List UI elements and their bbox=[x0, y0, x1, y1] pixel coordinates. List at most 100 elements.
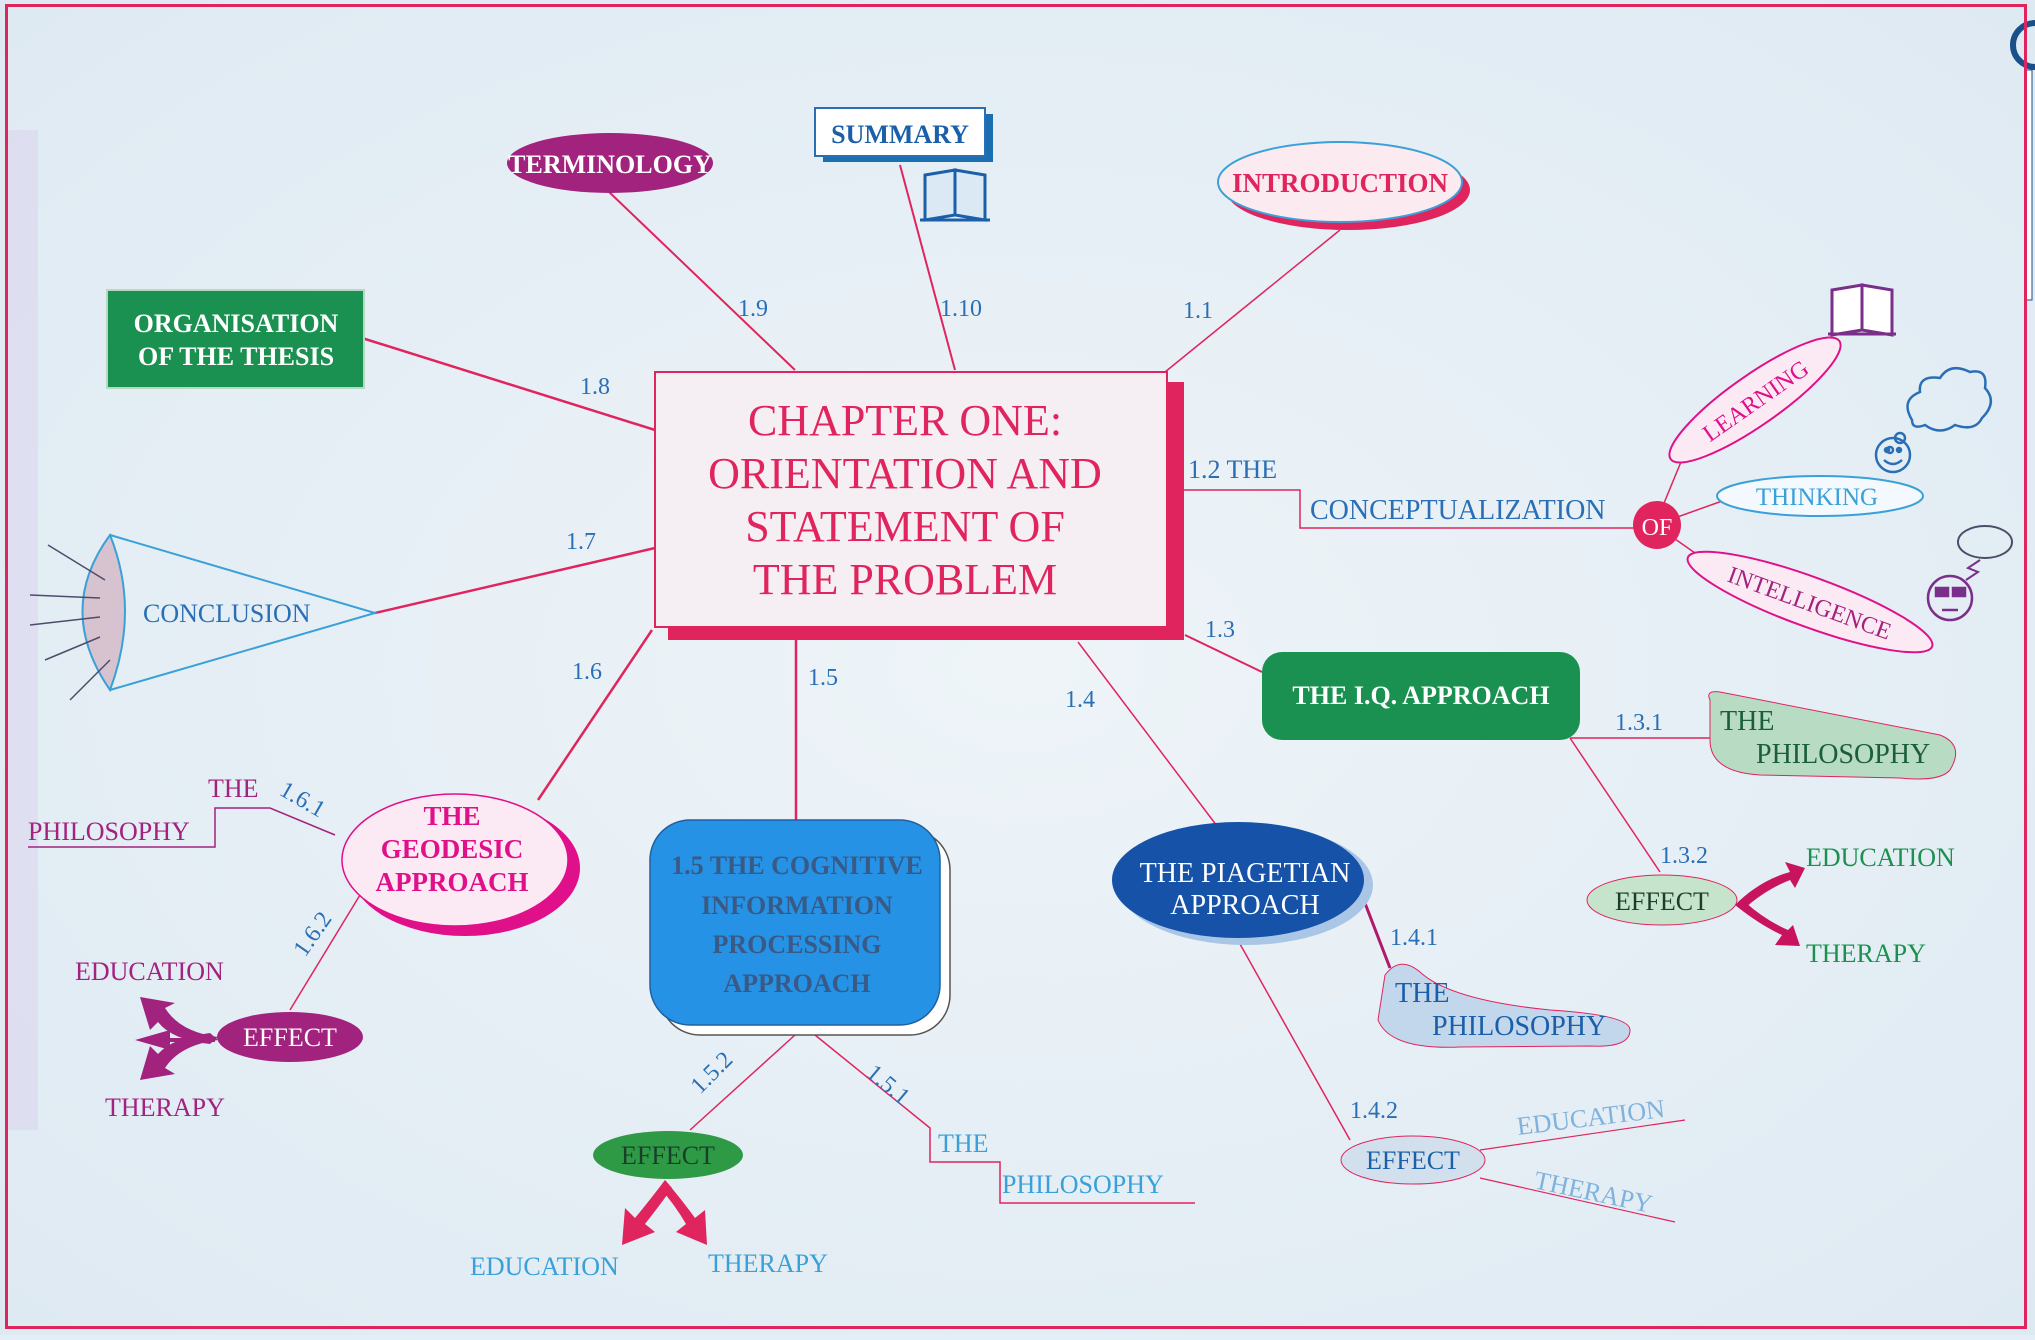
cog-education-label: EDUCATION bbox=[470, 1252, 619, 1281]
iq-effect-label: EFFECT bbox=[1615, 887, 1709, 916]
iq-therapy-label: THERAPY bbox=[1806, 939, 1926, 968]
node-summary: SUMMARY bbox=[814, 107, 993, 222]
edge-conceptualization bbox=[1182, 489, 1640, 529]
label-1-4-1: 1.4.1 bbox=[1390, 925, 1438, 951]
iq-philosophy-line-1: THE bbox=[1720, 706, 1774, 737]
central-line-2: ORIENTATION AND bbox=[708, 449, 1102, 498]
pia-philosophy-line-2: PHILOSOPHY bbox=[1432, 1011, 1606, 1042]
node-introduction: INTRODUCTION bbox=[1217, 141, 1470, 230]
book-icon bbox=[920, 168, 990, 222]
smiley-icon bbox=[1874, 436, 1912, 474]
lens-icon bbox=[81, 532, 126, 693]
pia-philosophy-line-1: THE bbox=[1395, 978, 1449, 1009]
terminology-label: TERMINOLOGY bbox=[508, 150, 712, 179]
node-iq-approach: THE I.Q. APPROACH bbox=[1262, 652, 1580, 740]
label-1-3: 1.3 bbox=[1205, 617, 1235, 643]
central-line-1: CHAPTER ONE: bbox=[748, 396, 1062, 445]
label-1-8: 1.8 bbox=[580, 374, 610, 400]
edge-pia-effect bbox=[1239, 943, 1351, 1141]
cognitive-line-3: PROCESSING bbox=[712, 930, 881, 959]
introduction-label: INTRODUCTION bbox=[1232, 168, 1449, 198]
cognitive-line-4: APPROACH bbox=[723, 969, 870, 998]
cognitive-line-2: INFORMATION bbox=[701, 891, 893, 920]
iq-education-label: EDUCATION bbox=[1806, 843, 1955, 872]
node-of: OF bbox=[1633, 501, 1681, 549]
node-organisation: ORGANISATION OF THE THESIS bbox=[106, 289, 365, 389]
node-cognitive: 1.5 THE COGNITIVE INFORMATION PROCESSING… bbox=[649, 819, 951, 1036]
geo-effect-label: EFFECT bbox=[243, 1023, 337, 1052]
label-1-6: 1.6 bbox=[572, 659, 602, 685]
geo-philosophy-line-1: THE bbox=[208, 774, 259, 803]
organisation-line-1: ORGANISATION bbox=[134, 309, 339, 338]
edge-iq bbox=[1184, 634, 1263, 673]
pia-effect-label: EFFECT bbox=[1366, 1146, 1460, 1175]
edge-geo-philosophy bbox=[28, 807, 336, 848]
edge-pia-education bbox=[1479, 1119, 1686, 1151]
geo-therapy-label: THERAPY bbox=[105, 1093, 225, 1122]
central-line-4: THE PROBLEM bbox=[753, 555, 1057, 604]
of-label: OF bbox=[1642, 515, 1673, 541]
thinking-label: THINKING bbox=[1756, 484, 1878, 511]
node-pia-effect: EFFECT bbox=[1340, 1135, 1486, 1185]
label-1-9: 1.9 bbox=[738, 296, 768, 322]
geo-philosophy-line-2: PHILOSOPHY bbox=[28, 817, 190, 846]
piagetian-line-1: THE PIAGETIAN bbox=[1140, 858, 1351, 889]
label-1-3-2: 1.3.2 bbox=[1660, 843, 1708, 869]
arrow-icon bbox=[622, 1180, 707, 1245]
label-1-7: 1.7 bbox=[566, 529, 596, 555]
node-conceptualization: 1.2 THE CONCEPTUALIZATION bbox=[1188, 455, 1606, 526]
node-iq-effect: EFFECT bbox=[1586, 874, 1738, 926]
summary-label: SUMMARY bbox=[831, 120, 969, 149]
light-rays bbox=[29, 544, 111, 701]
edge-piagetian bbox=[1077, 641, 1221, 831]
label-1-3-1: 1.3.1 bbox=[1615, 710, 1663, 736]
node-pia-philosophy: THE PHILOSOPHY bbox=[1377, 963, 1631, 1048]
node-piagetian: THE PIAGETIAN APPROACH bbox=[1112, 822, 1373, 945]
label-1-5: 1.5 bbox=[808, 665, 838, 691]
conclusion-label: CONCLUSION bbox=[143, 599, 311, 628]
label-1-10: 1.10 bbox=[940, 296, 982, 322]
central-box bbox=[654, 371, 1168, 628]
iq-approach-label: THE I.Q. APPROACH bbox=[1292, 681, 1549, 710]
central-line-3: STATEMENT OF bbox=[745, 502, 1065, 551]
edge-introduction bbox=[1164, 229, 1341, 373]
conceptualization-line-2: CONCEPTUALIZATION bbox=[1310, 495, 1606, 526]
thought-bubble-icon bbox=[1957, 525, 2013, 581]
edge-geo-effect bbox=[289, 894, 361, 1011]
iq-philosophy-line-2: PHILOSOPHY bbox=[1756, 739, 1930, 770]
geo-education-label: EDUCATION bbox=[75, 957, 224, 986]
node-conclusion: CONCLUSION bbox=[29, 532, 379, 701]
organisation-line-2: OF THE THESIS bbox=[138, 342, 334, 371]
conceptualization-line-1: 1.2 THE bbox=[1188, 455, 1277, 484]
label-1-4: 1.4 bbox=[1065, 687, 1095, 713]
book-icon bbox=[1828, 283, 1896, 337]
piagetian-line-2: APPROACH bbox=[1170, 890, 1319, 921]
node-cog-effect: EFFECT bbox=[593, 1131, 743, 1179]
edge-conclusion bbox=[374, 546, 656, 615]
node-geodesic: THE GEODESIC APPROACH bbox=[341, 793, 580, 936]
cog-therapy-label: THERAPY bbox=[708, 1249, 828, 1278]
node-iq-philosophy: THE PHILOSOPHY bbox=[1708, 691, 1957, 780]
cog-philosophy-line-1: THE bbox=[938, 1129, 989, 1158]
edge-summary bbox=[899, 164, 956, 371]
node-geo-effect: EFFECT bbox=[217, 1012, 363, 1062]
node-terminology: TERMINOLOGY bbox=[507, 133, 713, 193]
label-1-1: 1.1 bbox=[1183, 298, 1213, 324]
cog-effect-label: EFFECT bbox=[621, 1141, 715, 1170]
arrow-icon bbox=[135, 997, 218, 1080]
geodesic-line-2: GEODESIC bbox=[381, 834, 524, 864]
edge-cog-effect bbox=[689, 1034, 796, 1131]
node-thinking: THINKING bbox=[1716, 475, 1924, 517]
edge-geodesic bbox=[536, 629, 654, 801]
edge-iq-effect bbox=[1569, 737, 1661, 873]
edge-cog-philosophy bbox=[814, 1034, 1195, 1204]
label-1-4-2: 1.4.2 bbox=[1350, 1098, 1398, 1124]
edge-organisation bbox=[361, 336, 656, 432]
edge-pia-therapy bbox=[1479, 1177, 1676, 1223]
cool-face-icon bbox=[1926, 574, 1974, 622]
central-topic: CHAPTER ONE: ORIENTATION AND STATEMENT O… bbox=[654, 371, 1184, 640]
cog-philosophy-line-2: PHILOSOPHY bbox=[1002, 1170, 1164, 1199]
